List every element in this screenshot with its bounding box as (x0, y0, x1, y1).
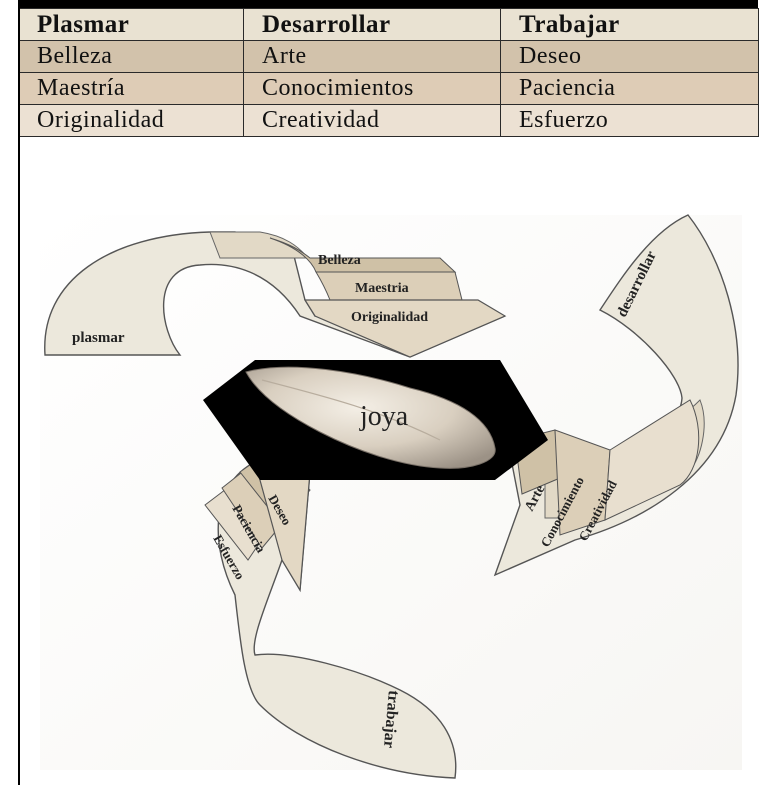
top-border (18, 0, 758, 8)
gem-vein (261, 379, 441, 441)
table-cell: Paciencia (500, 72, 759, 105)
table-row: Maestría Conocimientos Paciencia (18, 72, 759, 105)
table-row: Originalidad Creatividad Esfuerzo (18, 104, 759, 137)
plasmar-band-1 (269, 237, 457, 273)
table-cell: Deseo (500, 40, 759, 73)
word-table: Plasmar Desarrollar Trabajar Belleza Art… (18, 8, 759, 137)
table-cell: Arte (243, 40, 501, 73)
table-cell: Originalidad (18, 104, 244, 137)
plasmar-item-2: Maestria (355, 281, 409, 296)
header-desarrollar: Desarrollar (243, 8, 501, 41)
trabajar-label: trabajar (380, 690, 402, 749)
left-margin-rule (18, 8, 20, 785)
table-cell: Esfuerzo (500, 104, 759, 137)
plasmar-item-1: Belleza (318, 253, 361, 268)
center-label: joya (359, 401, 409, 432)
table-cell: Belleza (18, 40, 244, 73)
arrow-plasmar: Belleza Maestria Originalidad plasmar (44, 231, 507, 358)
arrow-desarrollar: Arte Conocimiento Creatividad desarrolla… (493, 214, 739, 577)
table-cell: Conocimientos (243, 72, 501, 105)
table-cell: Maestría (18, 72, 244, 105)
desarrollar-band-3 (604, 399, 700, 521)
plasmar-arrowhead (303, 299, 507, 358)
center-joya: joya (203, 360, 548, 480)
table-cell: Creatividad (243, 104, 501, 137)
table-row: Belleza Arte Deseo (18, 40, 759, 73)
plasmar-label: plasmar (72, 330, 125, 346)
plasmar-item-3: Originalidad (351, 310, 428, 325)
header-plasmar: Plasmar (18, 8, 244, 41)
